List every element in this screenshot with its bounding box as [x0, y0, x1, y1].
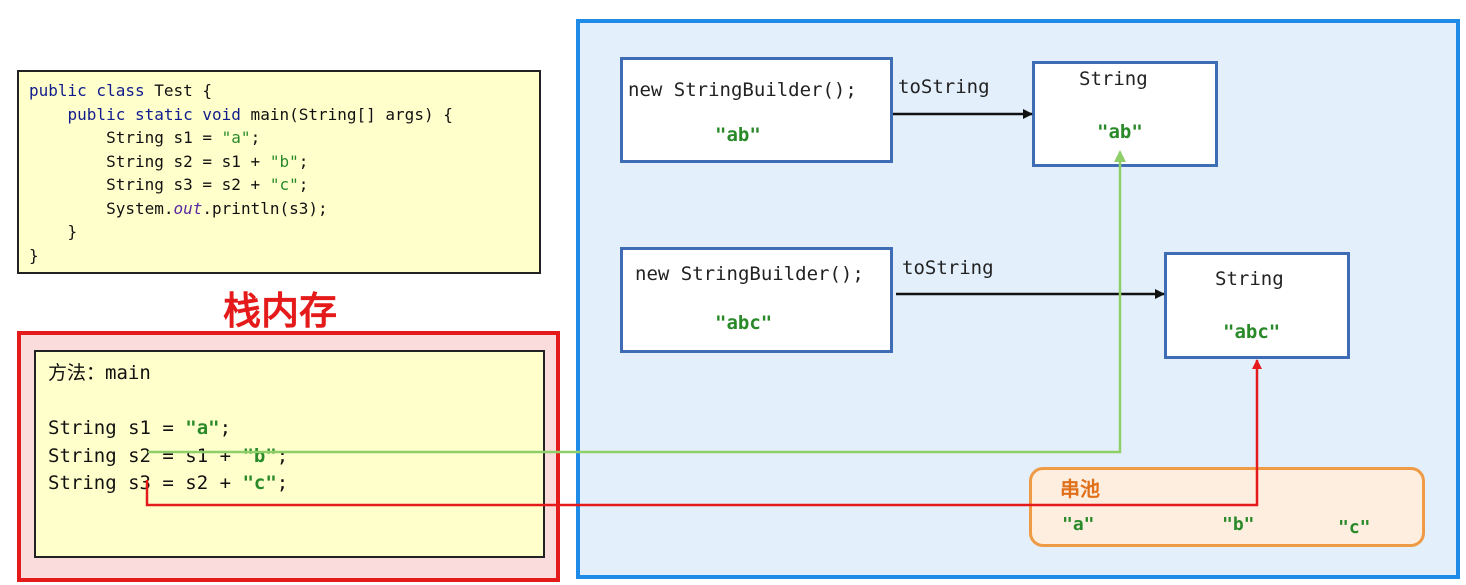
string-pool: 串池 "a" "b" "c"	[1029, 467, 1425, 547]
stack-line-s3-value: "c"	[242, 472, 277, 494]
code-token: .println(s3);	[202, 198, 328, 218]
code-token: ;	[298, 175, 309, 194]
string-object-1-label: String	[1079, 68, 1148, 90]
stack-line-s1: String s1 = "a";	[48, 415, 531, 443]
method-frame-main: 方法：main String s1 = "a"; String s2 = s1 …	[34, 350, 545, 558]
code-token: String s1 =	[29, 128, 222, 147]
code-line: String s2 = s1 + "b";	[29, 150, 529, 174]
code-token: }	[29, 222, 78, 241]
code-line: public static void main(String[] args) {	[29, 103, 529, 127]
stack-line-s3-post: ;	[276, 472, 289, 494]
string-object-2-value: "abc"	[1223, 321, 1281, 343]
string-pool-label: 串池	[1060, 477, 1100, 501]
stack-line-s3: String s3 = s2 + "c";	[48, 470, 531, 498]
stringbuilder-box-1: new StringBuilder(); "ab"	[620, 57, 893, 163]
string-object-1-value: "ab"	[1097, 121, 1143, 143]
code-line: }	[29, 244, 529, 268]
stack-line-s1-post: ;	[219, 417, 232, 439]
pool-item-a: "a"	[1062, 514, 1095, 535]
code-token: }	[29, 245, 39, 265]
s2-reference-arrow	[148, 150, 1126, 454]
code-token: out	[173, 198, 203, 218]
code-token: System.	[29, 198, 174, 218]
tostring-label-2: toString	[902, 257, 994, 279]
code-token: Test {	[144, 81, 213, 100]
code-token: "a"	[221, 128, 251, 147]
stack-memory-title: 栈内存	[222, 289, 337, 333]
s3-reference-arrow	[145, 359, 1262, 507]
string-object-box-1: String "ab"	[1032, 61, 1218, 167]
code-line: System.out.println(s3);	[29, 197, 529, 221]
stack-line-s3-pre: String s3 = s2 +	[48, 472, 243, 494]
code-token: String s3 = s2 +	[29, 175, 270, 194]
stack-line-s2-post: ;	[276, 444, 289, 467]
code-token: "c"	[269, 175, 299, 194]
code-line: }	[29, 220, 529, 244]
code-token: public static void	[67, 104, 241, 124]
code-token: ;	[250, 128, 261, 147]
stringbuilder-1-value: "ab"	[715, 124, 761, 146]
code-panel: public class Test { public static void m…	[17, 70, 541, 274]
stack-line-s1-value: "a"	[185, 417, 220, 439]
stack-line-s2: String s2 = s1 + "b";	[48, 443, 531, 471]
string-object-2-label: String	[1215, 268, 1284, 290]
code-token: main(String[] args) {	[240, 104, 453, 124]
code-line: public class Test {	[29, 79, 529, 103]
pool-item-b: "b"	[1222, 514, 1255, 535]
stack-line-s2-pre: String s2 = s1 +	[48, 444, 243, 467]
tostring-label-1: toString	[898, 76, 990, 98]
code-line: String s3 = s2 + "c";	[29, 173, 529, 197]
code-token: "b"	[269, 151, 299, 171]
method-label: 方法：main	[48, 362, 151, 384]
code-token: String s2 = s1 +	[29, 151, 270, 171]
pool-item-c: "c"	[1338, 517, 1371, 538]
code-token: public class	[29, 81, 145, 100]
stringbuilder-box-2: new StringBuilder(); "abc"	[620, 247, 893, 353]
stringbuilder-2-value: "abc"	[715, 312, 773, 334]
string-object-box-2: String "abc"	[1164, 252, 1350, 359]
stack-line-s2-value: "b"	[242, 444, 277, 467]
code-token: ;	[298, 151, 309, 171]
stack-line-s1-pre: String s1 =	[48, 417, 186, 439]
code-line: String s1 = "a";	[29, 126, 529, 150]
stringbuilder-1-code: new StringBuilder();	[628, 79, 857, 101]
stringbuilder-2-code: new StringBuilder();	[635, 263, 864, 285]
